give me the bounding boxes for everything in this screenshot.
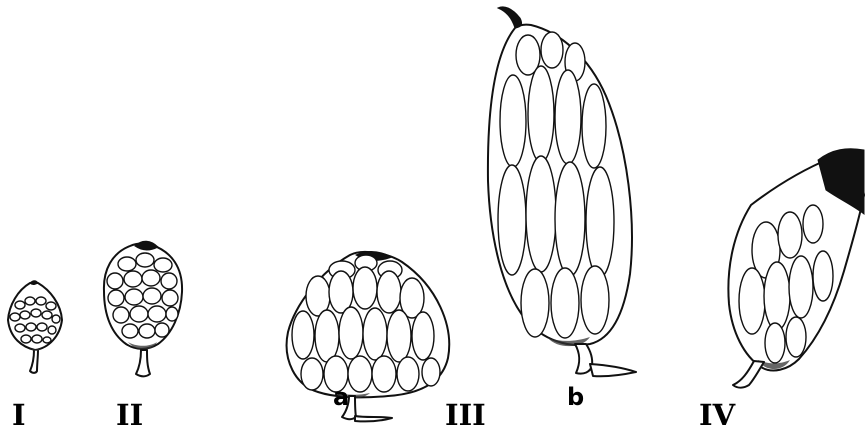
stage-label-2: II [116,401,143,430]
sublabel-a: a [333,385,349,409]
specimen-4-drawing [728,149,864,388]
specimen-3b-drawing [488,7,636,376]
stage-label-4: IV [699,401,735,430]
sublabel-b: b [567,385,584,409]
specimen-1-drawing [8,281,62,373]
specimen-2-drawing [104,241,182,376]
stage-label-1: I [12,401,26,430]
specimen-3a-drawing [287,251,450,421]
stage-label-3: III [445,401,486,430]
